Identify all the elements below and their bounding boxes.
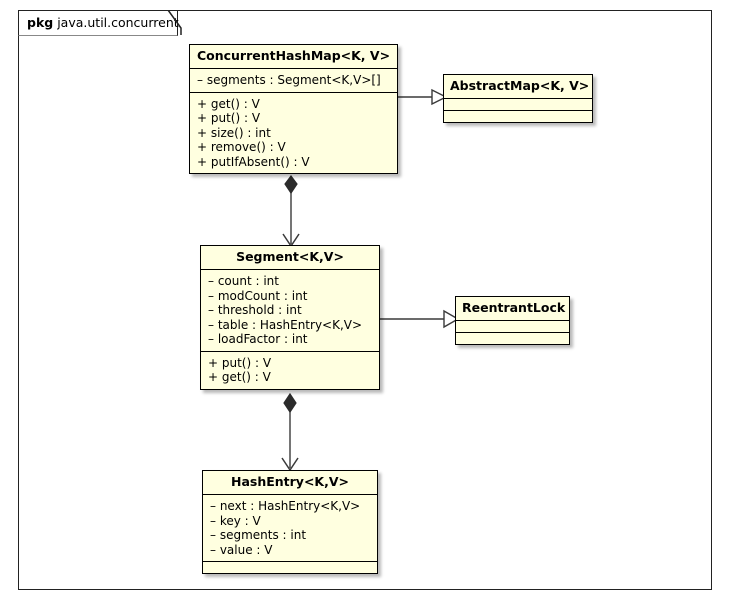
operation-row: + get() : V — [208, 370, 271, 384]
attributes-compartment-reentrant-lock — [456, 321, 569, 332]
attributes-compartment-segment: – count : int – modCount : int – thresho… — [201, 270, 379, 351]
operations-compartment-segment: + put() : V + get() : V — [201, 350, 379, 389]
attribute-row: – value : V — [210, 542, 273, 557]
class-title-segment: Segment<K,V> — [201, 246, 379, 270]
attribute-row: – next : HashEntry<K,V> — [210, 499, 361, 513]
class-title-hash-entry: HashEntry<K,V> — [203, 471, 377, 495]
attributes-compartment-abstract-map — [444, 99, 592, 110]
operation-row: + put() : V — [197, 111, 261, 125]
class-title-reentrant-lock: ReentrantLock — [456, 297, 569, 321]
operations-compartment-reentrant-lock — [456, 332, 569, 344]
operation-row: + remove() : V — [197, 140, 286, 154]
class-box-hash-entry[interactable]: HashEntry<K,V> – next : HashEntry<K,V> –… — [202, 470, 378, 574]
attribute-row: – threshold : int — [208, 303, 302, 317]
operation-row: + put() : V — [208, 355, 272, 370]
package-tab-corner — [158, 10, 182, 36]
attribute-row: – modCount : int — [208, 288, 308, 303]
operation-row: + putIfAbsent() : V — [197, 154, 310, 169]
package-name: java.util.concurrent — [57, 15, 179, 30]
package-tab: pkg java.util.concurrent — [18, 10, 179, 36]
operation-row: + size() : int — [197, 125, 271, 140]
operations-compartment-concurrent-hash-map: + get() : V + put() : V + size() : int +… — [190, 91, 397, 174]
class-box-reentrant-lock[interactable]: ReentrantLock — [455, 296, 570, 345]
operations-compartment-hash-entry — [203, 561, 377, 573]
attribute-row: – segments : Segment<K,V>[] — [197, 73, 381, 87]
class-title-concurrent-hash-map: ConcurrentHashMap<K, V> — [190, 45, 397, 69]
attributes-compartment-hash-entry: – next : HashEntry<K,V> – key : V – segm… — [203, 495, 377, 561]
class-title-abstract-map: AbstractMap<K, V> — [444, 75, 592, 99]
operation-row: + get() : V — [197, 96, 260, 111]
attribute-row: – table : HashEntry<K,V> — [208, 317, 363, 332]
class-box-abstract-map[interactable]: AbstractMap<K, V> — [443, 74, 593, 123]
package-keyword: pkg — [27, 15, 54, 30]
class-box-concurrent-hash-map[interactable]: ConcurrentHashMap<K, V> – segments : Seg… — [189, 44, 398, 174]
attribute-row: – key : V — [210, 513, 261, 528]
attribute-row: – loadFactor : int — [208, 332, 308, 346]
package-frame-top-edge — [178, 10, 712, 11]
attribute-row: – count : int — [208, 274, 279, 288]
attributes-compartment-concurrent-hash-map: – segments : Segment<K,V>[] — [190, 69, 397, 92]
attribute-row: – segments : int — [210, 528, 307, 542]
operations-compartment-abstract-map — [444, 110, 592, 122]
class-box-segment[interactable]: Segment<K,V> – count : int – modCount : … — [200, 245, 380, 390]
